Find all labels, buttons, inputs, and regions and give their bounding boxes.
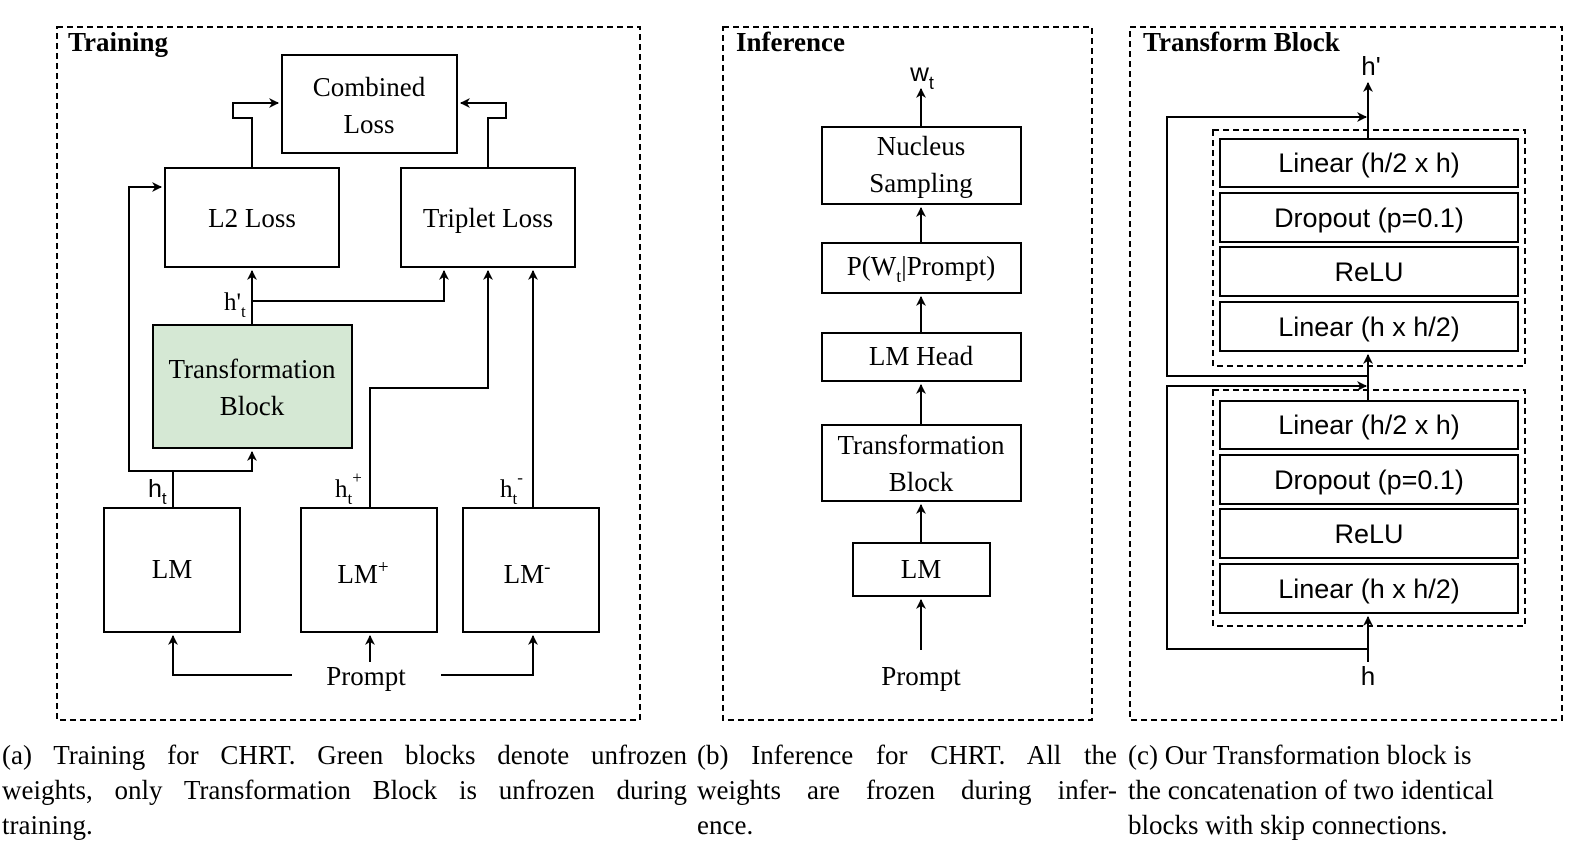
ht-skip-to-l2-arrow: [128, 182, 173, 472]
lm-head-label: LM Head: [869, 341, 974, 371]
lm-label: LM: [152, 554, 193, 584]
caption-b-line: ence.: [697, 810, 754, 840]
upper-layer-box: [1219, 246, 1519, 297]
upper-skip-connection: [1166, 112, 1368, 377]
hpt-label: h't: [224, 289, 246, 321]
upper-layer-label: ReLU: [1334, 257, 1403, 287]
nucleus-sampling-box: [821, 126, 1022, 205]
probability-box: [821, 242, 1022, 294]
chrt-figure: Training Combined Loss L2 Loss Triplet L…: [56, 26, 1563, 721]
triplet-to-combined-arrow: [460, 98, 507, 168]
transform-block-panel-border: [1129, 26, 1563, 721]
lower-layer-label: Dropout (p=0.1): [1274, 465, 1464, 495]
inference-transformation-label-2: Block: [889, 467, 954, 497]
transformation-block-box-training: [152, 324, 353, 449]
probability-label: P(Wt|Prompt): [847, 251, 995, 286]
h-label: h: [1361, 661, 1375, 691]
training-panel: Training Combined Loss L2 Loss Triplet L…: [56, 26, 641, 721]
nucleus-sampling-label-1: Nucleus: [877, 131, 965, 161]
training-title: Training: [68, 27, 169, 57]
lower-layer-label: Linear (h x h/2): [1278, 574, 1460, 604]
prompt-to-lm-arrow: [168, 635, 292, 676]
ht-plus-to-triplet-arrow: [369, 270, 493, 508]
triplet-loss-box: [400, 167, 576, 268]
l2-loss-box: [164, 167, 340, 268]
lm-plus-label: LM+: [337, 557, 388, 589]
transformation-block-box-inference: [821, 424, 1022, 502]
ht-plus-label: ht+: [335, 468, 362, 508]
training-panel-border: [56, 26, 641, 721]
ht-label: ht: [148, 475, 167, 508]
transformation-block-label-2: Block: [220, 391, 285, 421]
lower-layer-box: [1219, 563, 1519, 614]
caption-b: (b) Inference for CHRT. All the weights …: [697, 738, 1117, 843]
lower-layer-box: [1219, 400, 1519, 450]
caption-a-line: weights, only Transformation Block is un…: [2, 775, 687, 805]
l2-to-combined-arrow: [232, 98, 279, 168]
caption-c-line: the concatenation of two identical: [1128, 775, 1494, 805]
upper-layer-box: [1219, 192, 1519, 243]
lower-skip-connection: [1166, 381, 1368, 650]
transformation-block-label-1: Transformation: [169, 354, 336, 384]
inference-title: Inference: [736, 27, 845, 57]
ht-to-transformation-arrow: [172, 451, 257, 508]
wt-label: wt: [909, 57, 934, 93]
combined-loss-label-1: Combined: [313, 72, 426, 102]
lower-layer-label: ReLU: [1334, 519, 1403, 549]
training-prompt-label: Prompt: [326, 661, 406, 691]
combined-loss-label-2: Loss: [343, 109, 394, 139]
lower-layer-box: [1219, 454, 1519, 505]
upper-layer-label: Linear (h x h/2): [1278, 312, 1460, 342]
hpt-to-triplet-arrow: [252, 270, 449, 302]
inference-panel-border: [722, 26, 1093, 721]
inference-panel: Inference wt Nucleus Sampling P(Wt|Promp…: [722, 26, 1093, 721]
caption-b-line: (b) Inference for CHRT. All the: [697, 740, 1117, 770]
lower-layer-box: [1219, 508, 1519, 559]
h-prime-label: h': [1361, 51, 1380, 81]
caption-a-line: (a) Training for CHRT. Green blocks deno…: [2, 740, 687, 770]
inference-lm-label: LM: [901, 554, 942, 584]
caption-c-line: blocks with skip connections.: [1128, 810, 1448, 840]
lower-layer-label: Linear (h/2 x h): [1278, 410, 1460, 440]
l2-loss-label: L2 Loss: [208, 203, 296, 233]
upper-layer-label: Dropout (p=0.1): [1274, 203, 1464, 233]
upper-layer-box: [1219, 138, 1519, 188]
caption-c: (c) Our Transformation block is the conc…: [1128, 738, 1578, 843]
caption-a: (a) Training for CHRT. Green blocks deno…: [2, 738, 687, 843]
transform-block-panel: Transform Block h' h Linear (h/2 x h) Dr…: [1129, 26, 1563, 721]
inference-lm-box: [852, 542, 991, 597]
inference-transformation-label-1: Transformation: [838, 430, 1005, 460]
caption-a-line: training.: [2, 810, 93, 840]
caption-c-line: (c) Our Transformation block is: [1128, 740, 1472, 770]
combined-loss-box: [281, 54, 458, 154]
caption-b-line: weights are frozen during infer-: [697, 775, 1117, 805]
upper-layer-box: [1219, 301, 1519, 352]
upper-layer-label: Linear (h/2 x h): [1278, 148, 1460, 178]
ht-minus-label: ht-: [500, 468, 523, 508]
lm-minus-label: LM-: [504, 557, 551, 589]
lm-head-box: [821, 332, 1022, 382]
lm-minus-box: [462, 507, 600, 633]
transform-block-title: Transform Block: [1143, 27, 1340, 57]
inference-prompt-label: Prompt: [881, 661, 961, 691]
prompt-to-lm-minus-arrow: [441, 635, 538, 676]
nucleus-sampling-label-2: Sampling: [869, 168, 973, 198]
triplet-loss-label: Triplet Loss: [423, 203, 553, 233]
